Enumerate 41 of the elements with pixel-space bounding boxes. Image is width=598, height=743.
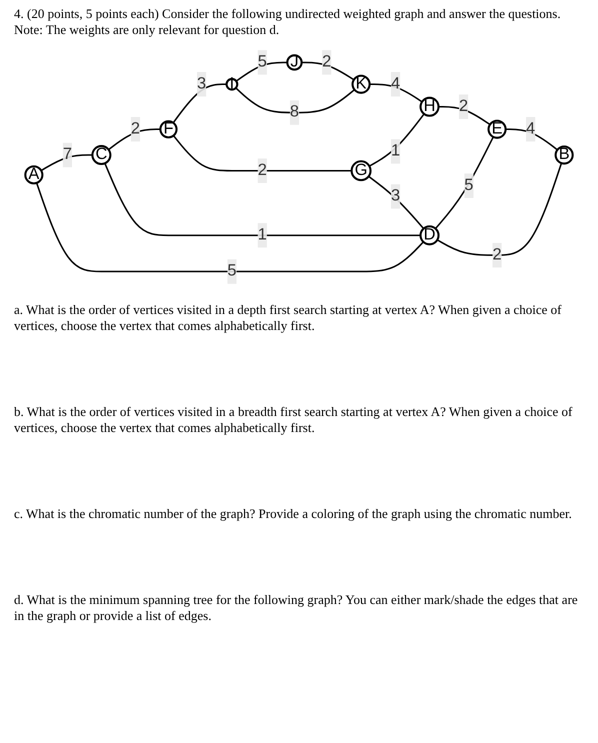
node-circle: E [488,120,507,139]
node-circle: G [350,160,372,182]
connector [36,182,424,272]
connector [506,128,558,150]
connector [172,135,352,172]
edge-label: 5 [258,53,267,71]
edge-label: 2 [322,53,332,71]
node-circle: D [420,225,440,246]
question-text: b. What is the order of vertices visited in a breadth first search starting at vertex A? When given a choice of vertices, choose the vertex that comes alphabetically first. [14,404,574,436]
edge-label: 1 [258,226,267,244]
connector [172,84,227,124]
edge-label: 5 [464,176,474,194]
edge-label: 2 [130,120,140,138]
node-circle: F [159,120,178,138]
edge-label: 1 [390,142,400,160]
node-circle: B [554,145,574,165]
edge-label: 2 [258,162,267,179]
connector [104,163,421,236]
edge-label: 7 [62,146,72,164]
question-text: c. What is the chromatic number of the graph? Provide a coloring of the graph using the chromatic number. [14,506,573,522]
edge-label: 5 [227,262,236,280]
edge-label: 3 [197,75,206,92]
connector [434,136,494,230]
node-circle: C [91,145,112,166]
node-circle: K [352,74,371,94]
connector [108,128,160,150]
question-text: 4. (20 points, 5 points each) Consider the following undirected weighted graph and answer the questions. Note: The weights are only relevant for question d. [14,6,562,38]
node-circle: H [420,96,440,117]
connector [368,113,425,167]
node-circle: A [24,165,44,184]
connector [436,162,562,256]
edge-label: 8 [290,103,300,121]
edge-label: 2 [492,246,502,264]
question-text: d. What is the minimum spanning tree for the following graph? You can either mark/shade the edges that are in the graph or provide a list of edges. [14,592,579,624]
question-text: a. What is the order of vertices visited in a depth first search starting at vertex A? When given a choice of vertices, choose the vertex that comes alphabetically first. [14,302,562,334]
edge-label: 4 [390,75,400,92]
connector [368,176,424,230]
edge-label: 2 [458,98,468,115]
edge-label: 3 [390,187,400,205]
edge-label: 4 [526,120,536,138]
connector [235,87,355,114]
